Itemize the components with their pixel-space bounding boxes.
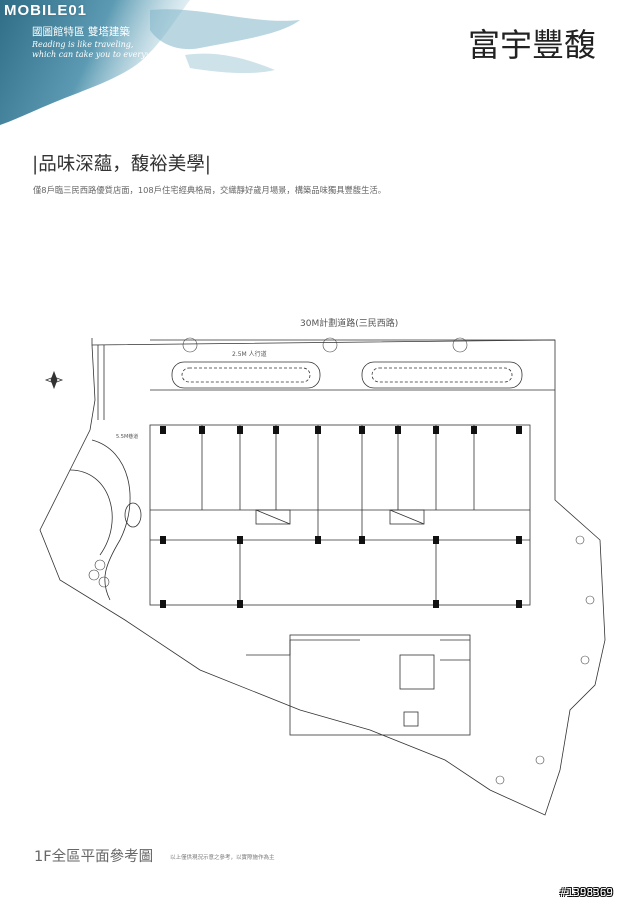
project-slogan: Reading is like traveling, which can tak… — [32, 40, 192, 60]
slogan-line-1: Reading is like traveling, — [32, 40, 134, 49]
brand-calligraphy-title: 富宇豐馥 — [468, 26, 597, 64]
mobile01-logo: MOBILE01 — [4, 2, 88, 19]
plan-title: 1F全區平面參考圖 — [34, 849, 154, 865]
image-watermark-id: #1398369 — [560, 886, 613, 899]
floor-plan-drawing: 2.5M 人行道 5.5M巷道 — [39, 337, 606, 816]
brush-stroke-art — [0, 0, 300, 125]
sidewalk-label: 2.5M 人行道 — [232, 350, 267, 358]
project-tagline: 國圖館特區 雙塔建築 — [32, 26, 130, 38]
road-label: 30M計劃道路(三民西路) — [300, 319, 399, 329]
section-description: 僅8戶臨三民西路優質店面，108戶住宅經典格局，交織靜好歲月場景，構築品味獨具豐… — [33, 185, 386, 195]
slogan-line-2: which can take you to everywhere — [32, 50, 172, 59]
side-road-label: 5.5M巷道 — [116, 433, 138, 440]
plan-disclaimer: 以上僅供現況示意之參考，以實際施作為主 — [170, 855, 275, 861]
section-heading: |品味深蘊，馥裕美學| — [32, 154, 211, 175]
